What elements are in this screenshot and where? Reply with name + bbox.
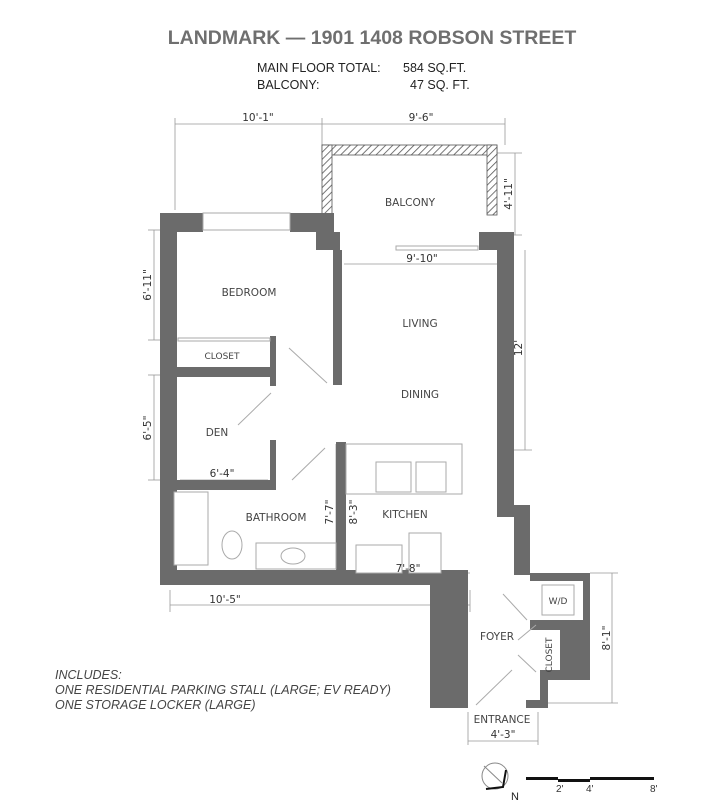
- fixtures: [173, 212, 575, 706]
- dim-den-depth: 6'-5": [142, 416, 154, 441]
- main-floor-value: 584 SQ.FT.: [403, 61, 467, 75]
- balcony-area-value: 47 SQ. FT.: [410, 78, 470, 92]
- balcony-railing: [321, 144, 498, 156]
- scale-label-8: 8': [650, 784, 658, 795]
- label-kitchen: KITCHEN: [382, 509, 428, 521]
- dim-den-width: 6'-4": [210, 468, 235, 480]
- label-entrance: ENTRANCE: [474, 714, 531, 726]
- dim-entrance-width: 4'-3": [491, 729, 516, 741]
- dim-top-left: 10'-1": [242, 112, 274, 124]
- north-arrow-icon: [481, 762, 509, 790]
- label-closet: CLOSET: [205, 352, 240, 362]
- dim-bottom-width: 10'-5": [209, 594, 241, 606]
- north-label: N: [511, 791, 519, 803]
- dim-top-right: 9'-6": [409, 112, 434, 124]
- scale-label-2: 2': [556, 784, 564, 795]
- label-foyer: FOYER: [480, 631, 514, 643]
- dim-kitchen-depth: 8'-3": [348, 500, 360, 525]
- includes-item: ONE STORAGE LOCKER (LARGE): [55, 698, 256, 712]
- label-bathroom: BATHROOM: [246, 512, 307, 524]
- includes-notes: INCLUDES: ONE RESIDENTIAL PARKING STALL …: [55, 668, 391, 713]
- label-den: DEN: [206, 427, 229, 439]
- label-wd: W/D: [549, 597, 568, 607]
- balcony-area-label: BALCONY:: [257, 78, 320, 92]
- walls: [160, 213, 590, 708]
- main-floor-label: MAIN FLOOR TOTAL:: [257, 61, 381, 75]
- dim-balcony-depth: 4'-11": [503, 178, 515, 210]
- dim-bath-depth: 7'-7": [324, 500, 336, 525]
- dim-living-width: 9'-10": [406, 253, 438, 265]
- dim-living-depth: 12': [513, 340, 525, 356]
- label-bedroom: BEDROOM: [222, 287, 277, 299]
- includes-heading: INCLUDES:: [55, 668, 122, 682]
- label-dining: DINING: [401, 389, 439, 401]
- includes-item: ONE RESIDENTIAL PARKING STALL (LARGE; EV…: [55, 683, 391, 697]
- dim-bedroom-depth: 6'-11": [142, 269, 154, 301]
- dim-foyer-depth: 8'-1": [601, 626, 613, 651]
- scale-bar: [526, 777, 654, 782]
- label-balcony: BALCONY: [385, 197, 436, 209]
- scale-label-4: 4': [586, 784, 594, 795]
- label-foyer-closet: CLOSET: [545, 637, 555, 672]
- dim-kitchen-width: 7'-8": [396, 563, 421, 575]
- plan-title: LANDMARK — 1901 1408 ROBSON STREET: [167, 27, 577, 49]
- label-living: LIVING: [402, 318, 437, 330]
